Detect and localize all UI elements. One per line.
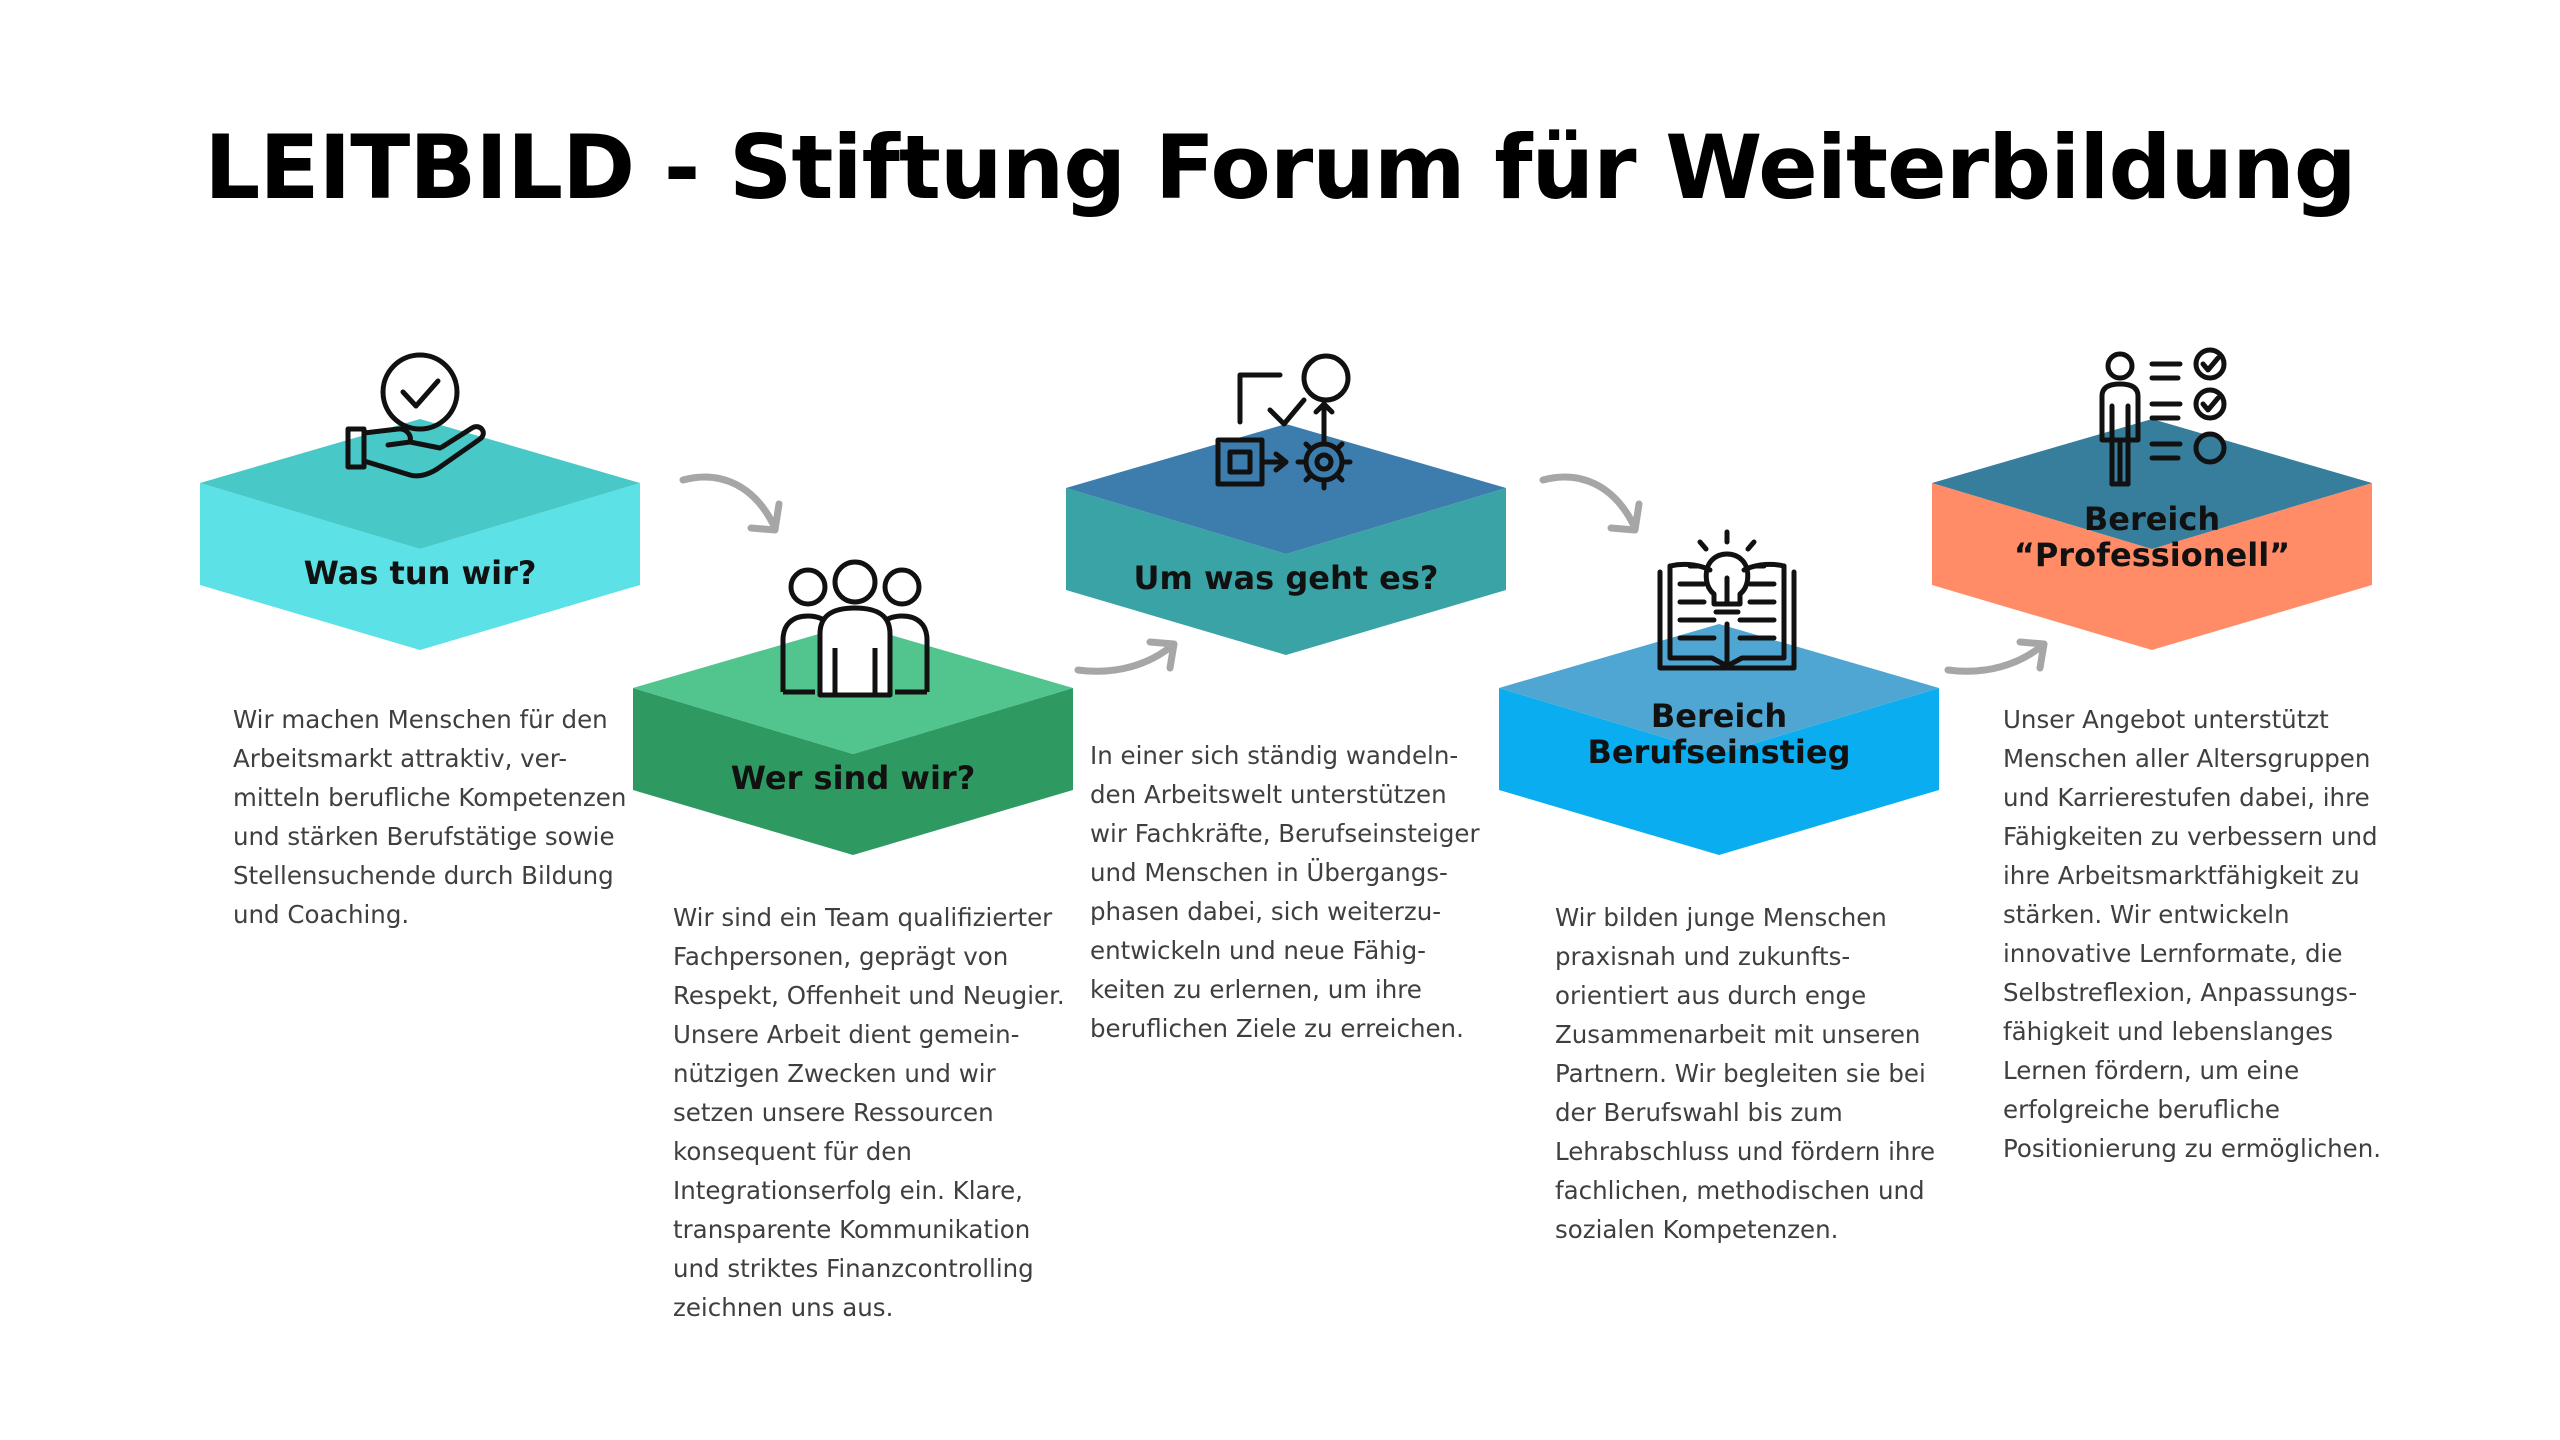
hand-with-checkmark-icon (345, 352, 486, 479)
step-2-label: Wer sind wir? (730, 759, 976, 797)
step-4-label: Bereich Berufseinstieg (1587, 697, 1851, 771)
step-was-tun-wir: Was tun wir? (200, 419, 640, 665)
step-5-description: Unser Angebot unterstützt Menschen aller… (2003, 705, 2382, 1163)
arrow-1-to-2 (679, 473, 783, 534)
step-3-label: Um was geht es? (1133, 559, 1439, 597)
step-1-description: Wir machen Menschen für den Arbeitsmarkt… (233, 705, 627, 929)
step-3-prism-top (1066, 424, 1506, 554)
step-2-description: Wir sind ein Team qualifizierter Fachper… (673, 903, 1065, 1322)
step-1-prism-front (200, 483, 640, 650)
step-5-prism (1932, 419, 2372, 650)
step-1-prism-top (200, 419, 640, 549)
step-1-label: Was tun wir? (303, 554, 537, 592)
step-4-description: Wir bilden junge Menschen praxisnah und … (1555, 903, 1936, 1244)
step-um-was-geht-es: Um was geht es? (1066, 424, 1506, 670)
step-5-prism-front (1932, 483, 2372, 650)
step-4-prism-front (1499, 688, 1939, 855)
arrow-3-to-4 (1539, 473, 1643, 534)
team-people-icon (780, 559, 930, 698)
arrow-2-to-3 (1074, 638, 1178, 675)
process-workflow-icon (1215, 353, 1353, 491)
book-lightbulb-icon (1657, 529, 1797, 671)
step-2-prism-front (633, 688, 1073, 855)
step-3-prism-front (1066, 488, 1506, 655)
step-3-prism (1066, 424, 1506, 655)
step-5-label: Bereich “Professionell” (2013, 500, 2291, 574)
step-bereich-berufseinstieg: Bereich Berufseinstieg (1499, 624, 1939, 870)
step-3-description: In einer sich ständig wandeln- den Arbei… (1090, 741, 1480, 1043)
page-title: LEITBILD - Stiftung Forum für Weiterbild… (204, 116, 2356, 219)
step-bereich-professionell: Bereich “Professionell” (1932, 419, 2372, 665)
step-4-prism-top (1499, 624, 1939, 754)
step-4-prism (1499, 624, 1939, 855)
person-checklist-icon (2099, 347, 2227, 487)
step-1-prism (200, 419, 640, 650)
step-5-prism-top (1932, 419, 2372, 549)
arrow-4-to-5 (1944, 638, 2048, 675)
